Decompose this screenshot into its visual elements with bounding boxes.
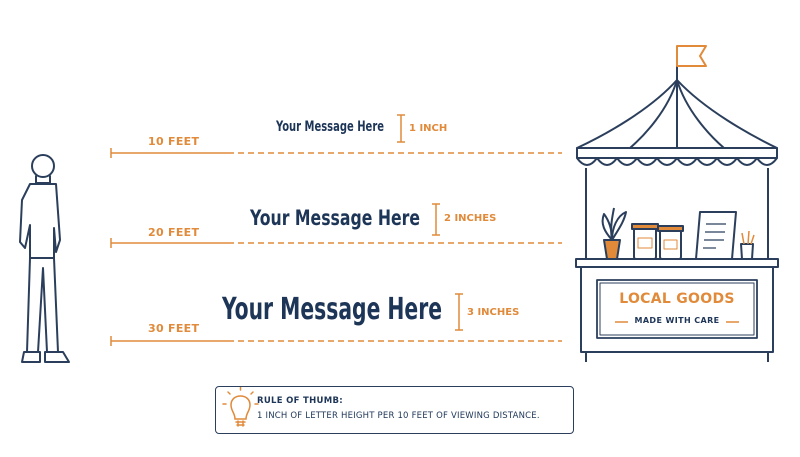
lightbulb-icon bbox=[222, 386, 259, 427]
height-brackets bbox=[397, 114, 463, 331]
booth-sign-title: LOCAL GOODS bbox=[619, 291, 735, 307]
distance-label-10ft: 10 FEET bbox=[148, 135, 200, 148]
distance-label-20ft: 20 FEET bbox=[148, 226, 200, 239]
letter-height-label-1in: 1 INCH bbox=[409, 123, 448, 134]
rule-of-thumb-title: RULE OF THUMB: bbox=[257, 396, 343, 406]
booth-sign-subtitle: MADE WITH CARE bbox=[634, 316, 720, 325]
standing-person-icon bbox=[19, 154, 70, 363]
rule-of-thumb-box bbox=[215, 386, 574, 434]
sample-message-1in: Your Message Here bbox=[276, 119, 384, 135]
distance-lines bbox=[110, 148, 562, 346]
distance-label-30ft: 30 FEET bbox=[148, 322, 200, 335]
letter-height-label-3in: 3 INCHES bbox=[467, 307, 520, 318]
sample-message-3in: Your Message Here bbox=[222, 292, 442, 327]
rule-of-thumb-text: 1 INCH OF LETTER HEIGHT PER 10 FEET OF V… bbox=[257, 411, 540, 421]
sample-message-2in: Your Message Here bbox=[250, 206, 420, 230]
market-stall-icon bbox=[575, 45, 779, 362]
letter-height-label-2in: 2 INCHES bbox=[444, 213, 497, 224]
